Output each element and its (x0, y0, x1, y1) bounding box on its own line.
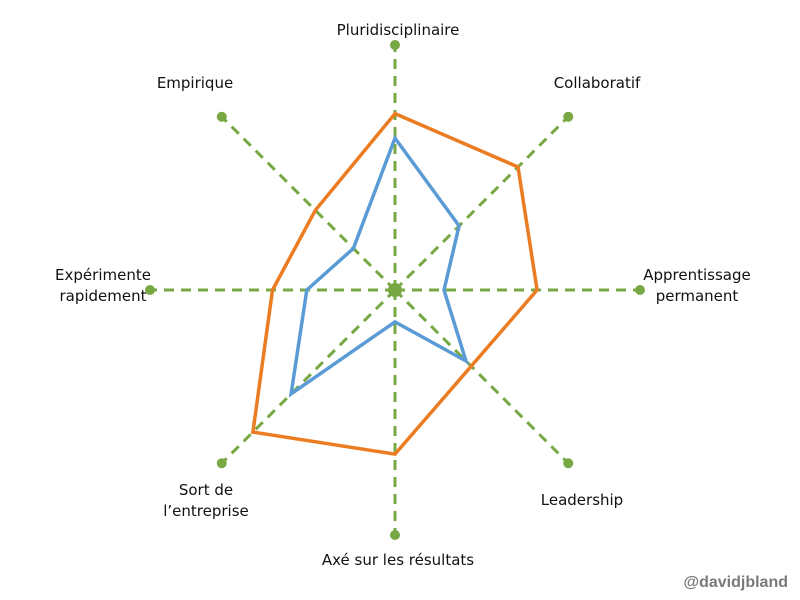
axis-end-dot-1 (563, 111, 574, 122)
axis-label-line: l’entreprise (163, 502, 249, 520)
axis-label-line: Pluridisciplinaire (337, 21, 460, 39)
axis-label-2: Apprentissage permanent (643, 266, 751, 305)
series-polygon-0 (250, 111, 539, 456)
axis-label-line: Expérimente (55, 266, 151, 284)
axis-end-dot-6 (145, 285, 155, 295)
axis-label-4: Axé sur les résultats (322, 551, 474, 569)
author-watermark: @davidjbland (683, 574, 789, 591)
axis-label-1: Collaboratif (554, 74, 641, 92)
series-polygon-1 (288, 134, 469, 398)
axis-end-dot-3 (563, 458, 574, 469)
axis-label-7: Empirique (157, 74, 233, 92)
axis-label-line: Leadership (541, 491, 623, 509)
axis-end-dot-0 (390, 40, 400, 50)
axis-label-3: Leadership (541, 491, 623, 509)
axis-label-line: Sort de (179, 481, 233, 499)
axis-end-dot-4 (390, 530, 400, 540)
axis-spoke-3 (393, 288, 570, 465)
center-dot (388, 283, 402, 297)
axis-label-line: Axé sur les résultats (322, 551, 474, 569)
axis-label-5: Sort de l’entreprise (163, 481, 249, 520)
axis-label-line: Empirique (157, 74, 233, 92)
axis-end-dot-2 (635, 285, 645, 295)
axis-end-dot-5 (216, 458, 227, 469)
axis-label-line: rapidement (59, 287, 146, 305)
axis-end-dot-7 (216, 111, 227, 122)
axis-label-0: Pluridisciplinaire (337, 21, 460, 39)
axis-label-line: Apprentissage (643, 266, 751, 284)
axis-spoke-1 (393, 115, 570, 292)
axis-label-6: Expérimente rapidement (55, 266, 151, 305)
axis-spoke-5 (220, 288, 397, 465)
axis-label-line: permanent (656, 287, 739, 305)
axis-label-line: Collaboratif (554, 74, 641, 92)
axis-spoke-7 (220, 115, 397, 292)
